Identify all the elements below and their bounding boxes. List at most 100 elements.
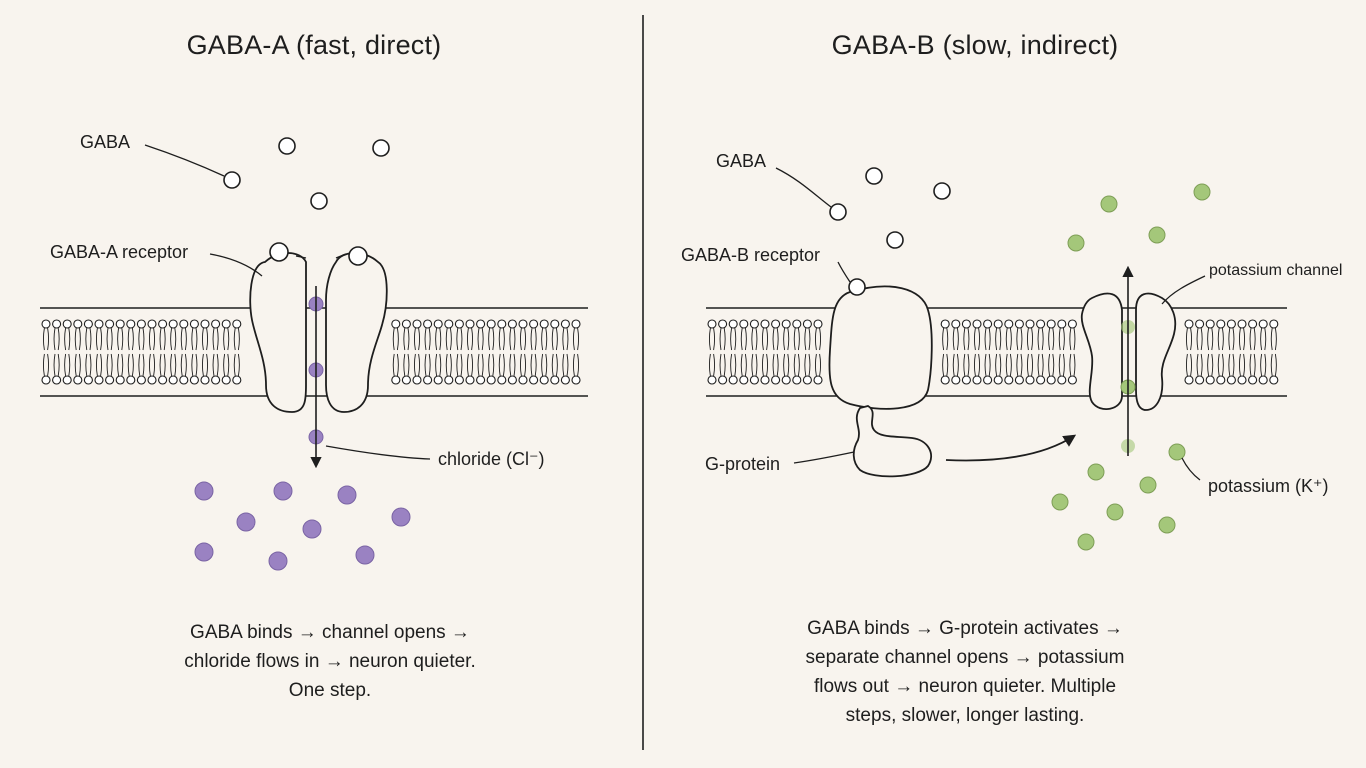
lipid-tail xyxy=(206,353,209,377)
lipid-tail xyxy=(819,327,822,351)
lipid-tail xyxy=(566,353,569,377)
lipid-tail xyxy=(1062,327,1065,351)
lipid-head xyxy=(486,319,496,329)
lipid-head xyxy=(728,319,738,329)
lipid-tail xyxy=(142,353,145,377)
lipid-tail xyxy=(999,353,1002,377)
lipid-head xyxy=(147,375,157,385)
gaba-a-receptor xyxy=(249,252,388,413)
lipid-tail xyxy=(456,327,459,351)
gaba-b-membrane xyxy=(706,307,1287,397)
lipid-head xyxy=(1057,375,1067,385)
lipid-tail xyxy=(541,327,544,351)
lipid-tail xyxy=(64,327,67,351)
lipid-tail xyxy=(481,353,484,377)
lipid-head xyxy=(1195,319,1205,329)
lipid-head xyxy=(1004,319,1014,329)
lipid-head xyxy=(781,375,791,385)
lipid-tail xyxy=(407,327,410,351)
lipid-tail xyxy=(396,353,399,377)
lipid-head xyxy=(951,375,961,385)
lipid-head xyxy=(486,375,496,385)
lipid-tail xyxy=(449,353,452,377)
g-protein-to-channel-arrow xyxy=(945,434,1077,462)
lipid-tail xyxy=(121,327,124,351)
lipid-tail xyxy=(191,353,194,377)
lipid-tail xyxy=(163,353,166,377)
lipid-head xyxy=(529,375,539,385)
lipid-tail xyxy=(995,353,998,377)
lipid-head xyxy=(940,319,950,329)
lipid-tail xyxy=(973,327,976,351)
lipid-tail xyxy=(555,353,558,377)
lipid-tail xyxy=(530,327,533,351)
lipid-tail xyxy=(131,353,134,377)
lipid-head xyxy=(760,319,770,329)
lipid-tail xyxy=(174,327,177,351)
lipid-head xyxy=(813,319,823,329)
lipid-tail xyxy=(797,327,800,351)
gaba-b-gaba-label: GABA xyxy=(716,151,767,171)
lipid-tail xyxy=(555,327,558,351)
lipid-tail xyxy=(106,353,109,377)
caption-line: flows out → neuron quieter. Multiple xyxy=(813,676,1117,697)
lipid-head xyxy=(497,319,507,329)
lipid-head xyxy=(749,375,759,385)
lipid-tail xyxy=(967,327,970,351)
lipid-head xyxy=(1025,375,1035,385)
lipid-tail xyxy=(237,353,240,377)
lipid-tail xyxy=(439,327,442,351)
lipid-head xyxy=(1004,375,1014,385)
lipid-tail xyxy=(456,353,459,377)
lipid-head xyxy=(211,375,221,385)
lipid-head xyxy=(529,319,539,329)
lipid-tail xyxy=(110,353,113,377)
lipid-tail xyxy=(1207,327,1210,351)
lipid-tail xyxy=(424,353,427,377)
lipid-tail xyxy=(216,327,219,351)
lipid-head xyxy=(539,375,549,385)
lipid-tail xyxy=(223,327,226,351)
lipid-tail xyxy=(1270,353,1273,377)
lipid-tail xyxy=(1243,353,1246,377)
lipid-tail xyxy=(513,353,516,377)
lipid-head xyxy=(1237,375,1247,385)
lipid-tail xyxy=(978,353,981,377)
gaba-b-leader-lines xyxy=(775,167,1206,481)
lipid-head xyxy=(1216,375,1226,385)
lipid-tail xyxy=(761,353,764,377)
lipid-tail xyxy=(1196,327,1199,351)
lipid-head xyxy=(497,375,507,385)
gaba-a-bound-gaba xyxy=(269,242,368,266)
lipid-tail xyxy=(201,353,204,377)
lipid-tail xyxy=(1005,327,1008,351)
lipid-tail xyxy=(1048,353,1051,377)
lipid-tail xyxy=(42,327,45,351)
lipid-head xyxy=(454,375,464,385)
lipid-head xyxy=(961,375,971,385)
lipid-tail xyxy=(477,353,480,377)
lipid-tail xyxy=(64,353,67,377)
lipid-head xyxy=(1184,375,1194,385)
lipid-tail xyxy=(1260,327,1263,351)
lipid-tail xyxy=(995,327,998,351)
lipid-head xyxy=(707,319,717,329)
lipid-head xyxy=(147,319,157,329)
lipid-tail xyxy=(138,353,141,377)
lipid-tail xyxy=(740,327,743,351)
lipid-head xyxy=(1036,375,1046,385)
lipid-tail xyxy=(984,327,987,351)
lipid-tail xyxy=(530,353,533,377)
lipid-tail xyxy=(449,327,452,351)
lipid-tail xyxy=(1232,327,1235,351)
lipid-tail xyxy=(1069,353,1072,377)
lipid-head xyxy=(1025,319,1035,329)
lipid-tail xyxy=(466,353,469,377)
lipid-tail xyxy=(95,327,98,351)
lipid-tail xyxy=(460,327,463,351)
gaba-molecule xyxy=(223,171,241,189)
lipid-tail xyxy=(1052,327,1055,351)
lipid-tail xyxy=(988,353,991,377)
gaba-a-leader-lines xyxy=(144,144,431,460)
